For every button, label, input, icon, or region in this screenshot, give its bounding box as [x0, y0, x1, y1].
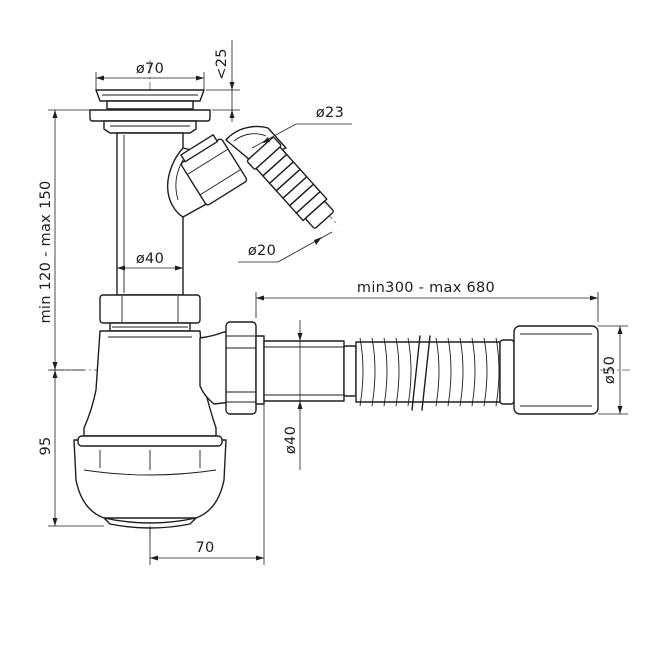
- vertical-range-label: min 120 - max 150: [38, 180, 54, 323]
- outlet-pipe: [263, 340, 357, 402]
- overflow-branch: [166, 125, 287, 218]
- outlet-diameter-label: ø70: [136, 61, 164, 77]
- dimension-trap-offset: 70: [149, 404, 265, 565]
- trap-height-label: 95: [38, 436, 54, 455]
- dimension-outlet-pipe-diameter: ø40: [283, 320, 308, 470]
- outlet-height-label: <25: [214, 48, 230, 80]
- dimension-trap-height: 95: [38, 370, 104, 527]
- dimension-flex-end-diameter: ø50: [598, 325, 628, 415]
- end-socket: [513, 325, 599, 415]
- hose-outer-diameter-label: ø23: [316, 105, 344, 121]
- dimension-outlet-diameter: ø70: [95, 61, 205, 90]
- corrugated-hose: [355, 335, 515, 411]
- flex-end-diameter-label: ø50: [602, 356, 618, 384]
- dimension-flex-length: min300 - max 680: [255, 280, 599, 322]
- pipe-diameter-label: ø40: [136, 251, 164, 267]
- dimension-hose-inner: ø20: [238, 231, 333, 263]
- side-outlet: [199, 321, 265, 415]
- outlet-pipe-diameter-label: ø40: [283, 426, 299, 454]
- flex-length-label: min300 - max 680: [357, 280, 495, 296]
- sink-outlet: [89, 89, 211, 134]
- trap-offset-label: 70: [195, 540, 214, 556]
- dimension-hose-outer: ø23: [251, 105, 352, 149]
- dimension-pipe-diameter: ø40: [117, 251, 183, 271]
- dimension-outlet-height: <25: [206, 40, 240, 122]
- dimension-vertical-range: min 120 - max 150: [38, 109, 90, 371]
- union-nut: [99, 294, 201, 332]
- hose-inner-diameter-label: ø20: [248, 243, 276, 259]
- vertical-pipe: [116, 132, 184, 296]
- hose-connector: [246, 136, 334, 229]
